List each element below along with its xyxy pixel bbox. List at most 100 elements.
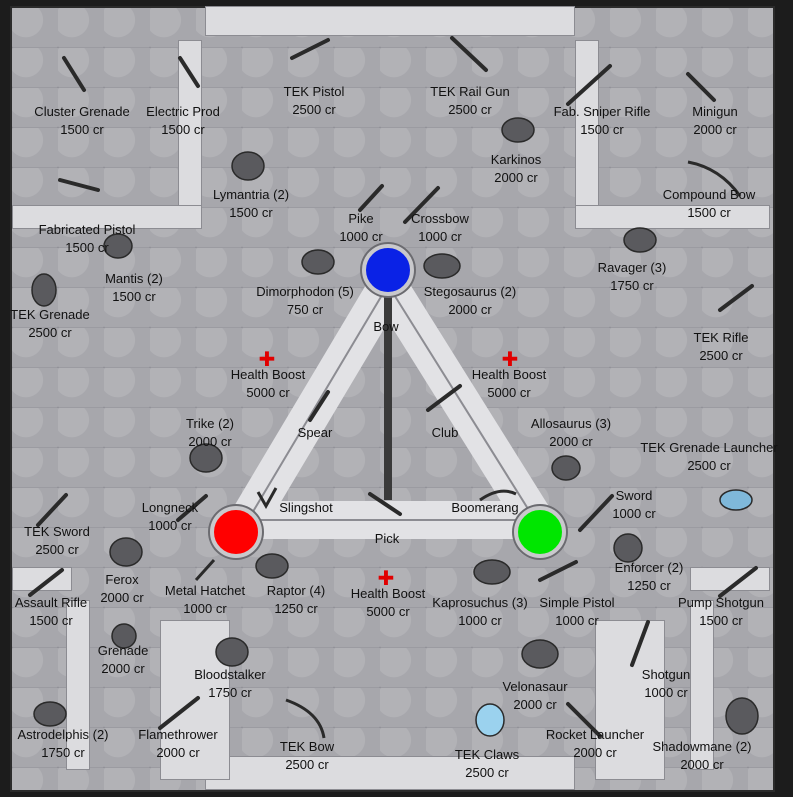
tek-grenade-icon [31,273,57,307]
item-label-mantis[interactable]: Mantis (2)1500 cr [105,271,163,304]
tek-rail-gun-icon [450,36,488,72]
item-label-enforcer[interactable]: Enforcer (2)1250 cr [614,560,684,593]
item-label-astrodelphis[interactable]: Astrodelphis (2)1750 cr [17,727,109,760]
pump-shotgun-icon [718,566,758,598]
simple-pistol-icon [538,560,578,582]
shotgun-icon [630,620,650,667]
top-right-corridor [575,40,599,220]
top-left-corridor [178,40,202,220]
minigun-icon [686,72,716,102]
ferox-icon [109,537,143,567]
lymantria-icon [231,151,265,181]
item-label-allosaurus[interactable]: Allosaurus (3)2000 cr [530,416,612,449]
tek-sword-icon [36,493,68,527]
arena-floor [10,6,775,792]
grenade-icon [111,623,137,649]
astrodelphis-icon [33,701,67,727]
item-label-bow[interactable]: Bow [373,319,399,334]
item-label-stegosaurus[interactable]: Stegosaurus (2)2000 cr [423,284,517,317]
flamethrower-icon [158,696,200,730]
boomerang-icon [479,489,517,502]
tek-pistol-icon [290,38,330,60]
red-base[interactable] [210,506,262,558]
green-base[interactable] [514,506,566,558]
tek-grenade-launcher-icon [719,489,753,511]
bottom-right-corridor [690,600,714,770]
raptor-icon [255,553,289,579]
enforcer-icon [613,533,643,563]
item-label-pick[interactable]: Pick [374,531,400,546]
health-cross-icon: ✚ [377,566,395,590]
item-label-dimorphodon[interactable]: Dimorphodon (5)750 cr [256,284,354,317]
bottom-left-corridor-v [66,600,90,770]
health-cross-icon: ✚ [258,347,276,371]
tek-claws-icon [475,703,505,737]
pick-icon [368,492,402,516]
top-right-corridor-h [575,205,770,229]
pike-icon [358,184,384,212]
trike-icon [189,443,223,473]
item-label-trike[interactable]: Trike (2)2000 cr [186,416,234,449]
item-label-kaprosuchus[interactable]: Kaprosuchus (3)1000 cr [432,595,528,628]
item-label-boomerang[interactable]: Boomerang [451,500,519,515]
rocket-launcher-icon [566,702,602,738]
crossbow-icon [403,186,440,224]
blue-base[interactable] [362,244,414,296]
item-label-spear[interactable]: Spear [297,425,333,440]
longneck-icon [176,494,208,522]
item-label-raptor[interactable]: Raptor (4)1250 cr [266,583,326,616]
item-label-club[interactable]: Club [431,425,459,440]
electric-prod-icon [178,56,200,88]
allosaurus-icon [551,455,581,481]
item-label-ravager[interactable]: Ravager (3)1750 cr [597,260,667,293]
metal-hatchet-icon [194,558,216,582]
karkinos-icon [501,117,535,143]
item-label-slingshot[interactable]: Slingshot [279,500,333,515]
slingshot-icon [256,487,278,510]
shadowmane-icon [725,697,759,735]
item-label-lymantria[interactable]: Lymantria (2)1500 cr [212,187,290,220]
health-cross-icon: ✚ [501,347,519,371]
cluster-grenade-icon [62,56,86,92]
sniper-rifle-icon [566,64,612,106]
item-label-shadowmane[interactable]: Shadowmane (2)2000 cr [652,739,752,772]
velonasaur-icon [521,639,559,669]
club-icon [426,384,462,412]
